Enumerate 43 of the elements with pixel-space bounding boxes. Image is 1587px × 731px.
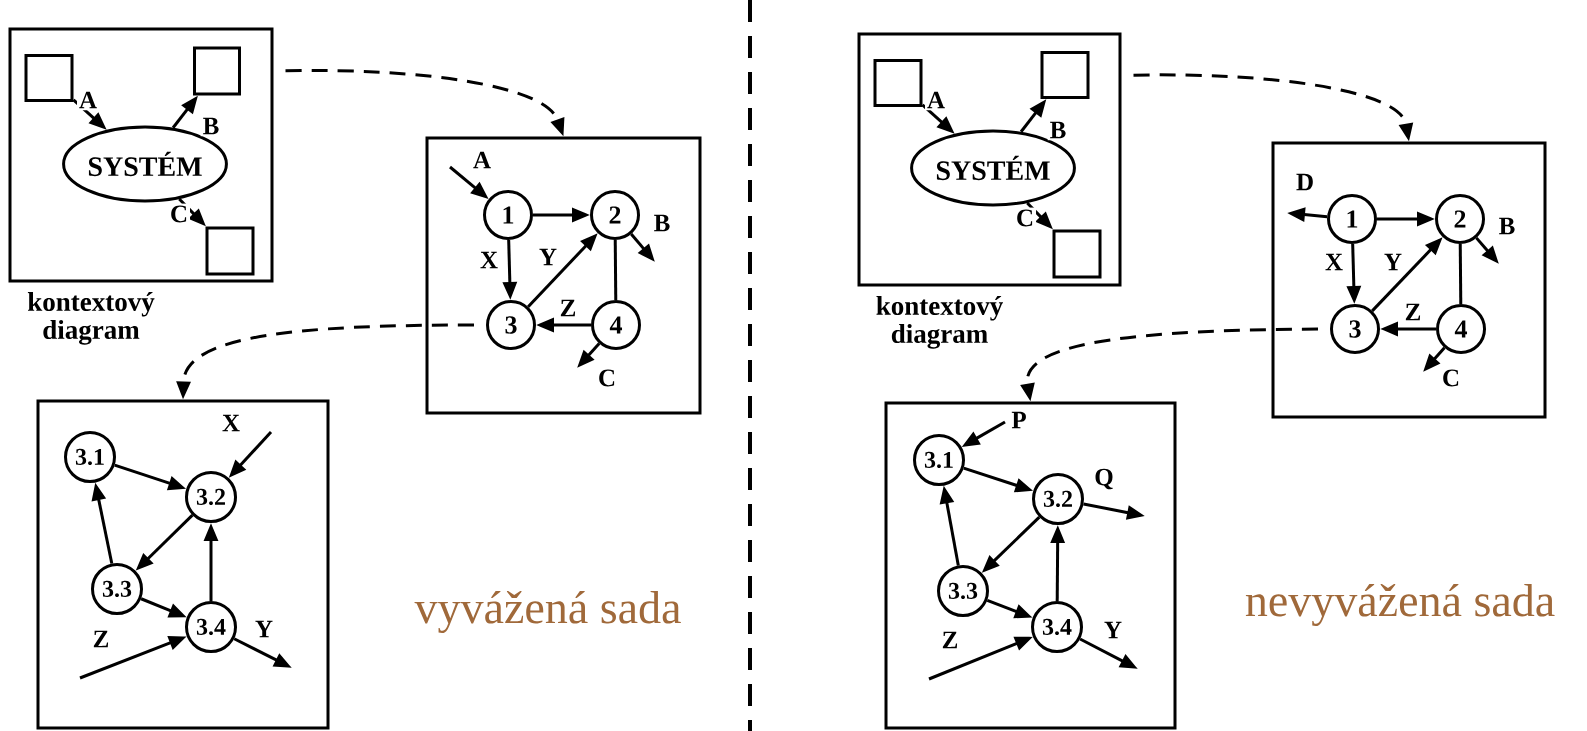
set-label: vyvážená sada <box>414 591 681 633</box>
flow-label: A <box>471 149 494 171</box>
terminator-box <box>193 46 241 96</box>
flow-label: Q <box>1092 466 1116 492</box>
flow-label: B <box>651 212 673 234</box>
connector-line <box>613 239 618 300</box>
connector-line <box>1458 243 1463 304</box>
diagram-frame <box>857 32 1122 287</box>
flow-label: A <box>925 89 948 111</box>
flow-label: X <box>478 249 501 271</box>
flow-label: C <box>167 203 191 225</box>
flow-label: Y <box>1102 619 1125 641</box>
flow-label: Z <box>939 629 961 651</box>
diagram-frame <box>8 27 274 283</box>
flow-label: A <box>77 89 100 111</box>
flow-label: B <box>1496 215 1518 237</box>
flow-label: C <box>596 367 619 389</box>
diagram-frame <box>1271 141 1547 419</box>
flow-label: C <box>1014 207 1037 229</box>
flow-label: Z <box>1402 301 1424 323</box>
diagram-frame <box>884 401 1177 730</box>
flow-label: B <box>200 115 222 137</box>
flow-label: X <box>220 412 243 434</box>
flow-label: Z <box>90 628 112 650</box>
flow-label: X <box>1323 251 1346 273</box>
flow-label: Y <box>1382 251 1405 273</box>
terminator-box <box>1040 51 1090 99</box>
terminator-box <box>1052 229 1102 279</box>
terminator-box <box>24 54 74 102</box>
node-label: kontextový diagram <box>27 292 155 345</box>
node-label: kontextový diagram <box>876 296 1003 349</box>
flow-label: P <box>1009 409 1029 431</box>
flow-label: C <box>1440 367 1463 389</box>
set-label: nevyvážená sada <box>1245 584 1555 626</box>
flow-label: Y <box>253 618 276 640</box>
terminator-box <box>873 59 923 107</box>
flow-label: Y <box>537 246 560 268</box>
flow-label: D <box>1294 171 1317 193</box>
diagram-frame <box>36 399 330 730</box>
terminator-box <box>205 226 255 276</box>
flow-label: Z <box>557 297 579 319</box>
diagram-frame <box>425 136 702 415</box>
flow-label: B <box>1047 119 1069 141</box>
